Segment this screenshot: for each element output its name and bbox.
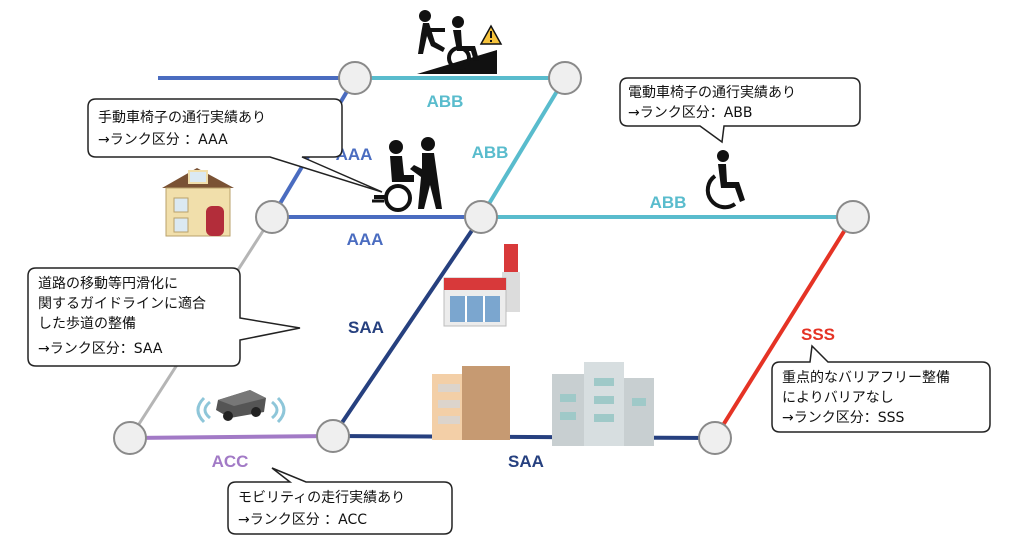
callout-text-line: モビリティの走行実績あり: [238, 490, 405, 506]
label-abb-right: ABB: [650, 193, 687, 212]
edge-diag-saa: [331, 215, 483, 438]
callout-text-line: によりバリアなし: [782, 390, 894, 406]
callout-text-line: →ランク区分：SSS: [782, 410, 905, 426]
edge-diag-abb: [479, 76, 567, 219]
callout-manual-wheelchair: 手動車椅子の通行実績あり →ランク区分 ：AAA: [87, 98, 383, 193]
label-abb-top: ABB: [427, 92, 464, 111]
road-nodes: [113, 61, 870, 455]
edge-bottom-saa: [332, 434, 716, 440]
callout-electric-wheelchair: 電動車椅子の通行実績あり →ランク区分：ABB: [619, 77, 861, 144]
wheelchair-icon: [705, 150, 745, 210]
callout-text-line: した歩道の整備: [38, 316, 136, 332]
edge-labels: ABB ABB ABB AAA AAA SAA SAA SSS ACC: [212, 92, 835, 471]
label-abb-diag: ABB: [472, 143, 509, 162]
node: [698, 421, 732, 455]
callout-text-line: →ランク区分 ：AAA: [98, 132, 228, 148]
label-saa-diag: SAA: [348, 318, 384, 337]
node: [548, 61, 582, 95]
label-aaa-diag: AAA: [336, 145, 373, 164]
node: [316, 419, 350, 453]
label-sss-diag: SSS: [801, 325, 835, 344]
buildings-icon: [432, 362, 654, 446]
node: [464, 200, 498, 234]
callout-barrier-free: 重点的なバリアフリー整備 によりバリアなし →ランク区分：SSS: [771, 344, 991, 433]
callout-mobility: モビリティの走行実績あり →ランク区分 ：ACC: [227, 467, 453, 535]
callout-text-line: 電動車椅子の通行実績あり: [628, 84, 796, 101]
callout-text-line: 手動車椅子の通行実績あり: [98, 109, 266, 126]
convenience-store-icon: [443, 244, 520, 327]
node: [836, 200, 870, 234]
callout-text-line: →ランク区分：SAA: [38, 341, 163, 357]
label-saa-bottom: SAA: [508, 452, 544, 471]
label-aaa-mid: AAA: [347, 230, 384, 249]
callout-text-line: 重点的なバリアフリー整備: [782, 370, 950, 386]
callout-guideline-sidewalk: 道路の移動等円滑化に 関するガイドラインに適合 した歩道の整備 →ランク区分：S…: [27, 267, 301, 367]
callout-text-line: 関するガイドラインに適合: [38, 295, 206, 312]
callout-text-line: →ランク区分 ：ACC: [238, 512, 367, 528]
assisted-wheelchair-icon: [372, 137, 442, 212]
edge-bottom-acc: [129, 434, 334, 440]
node: [255, 200, 289, 234]
wheelchair-slope-warning-icon: [417, 10, 503, 74]
callout-text-line: 道路の移動等円滑化に: [38, 275, 178, 292]
node: [338, 61, 372, 95]
callout-text-line: →ランク区分：ABB: [628, 105, 753, 121]
node: [113, 421, 147, 455]
house-icon: [162, 168, 234, 237]
label-acc-left: ACC: [212, 452, 249, 471]
edge-diag-sss: [713, 215, 855, 440]
mobility-robot-icon: [196, 390, 286, 424]
